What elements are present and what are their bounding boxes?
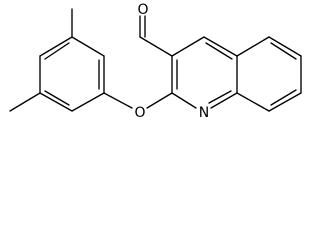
bond — [171, 92, 197, 109]
bond — [39, 92, 73, 112]
bond — [71, 36, 105, 57]
ether-oxygen-label: O — [134, 105, 145, 121]
double-bond-inner — [205, 42, 233, 60]
double-bond-inner — [208, 90, 232, 104]
bond — [39, 36, 73, 57]
bond — [171, 36, 205, 57]
quinoline-benzo-ring — [236, 36, 302, 112]
bond — [210, 92, 238, 109]
double-bond-inner — [44, 42, 70, 60]
ether-bond-quinoline — [146, 92, 173, 109]
methyl-bond-bottom — [9, 92, 41, 112]
double-bond-inner — [270, 42, 297, 60]
bond — [236, 36, 270, 57]
bond — [268, 36, 302, 57]
bond — [268, 92, 302, 112]
double-bond-inner — [44, 90, 70, 106]
quinoline-pyridine-ring — [171, 36, 238, 109]
structure-canvas: O N O — [9, 2, 302, 121]
ring-nitrogen-label: N — [199, 105, 209, 121]
bond — [71, 92, 105, 112]
molecule-structure: O N O — [9, 2, 302, 121]
aldehyde-bond-ring — [139, 36, 173, 57]
bond — [236, 92, 270, 112]
ether-bond-aryl — [103, 92, 133, 109]
bond — [203, 36, 238, 57]
aldehyde-oxygen-label: O — [137, 2, 148, 18]
dimethylphenyl-ring — [39, 36, 105, 112]
double-bond-inner — [270, 89, 297, 106]
